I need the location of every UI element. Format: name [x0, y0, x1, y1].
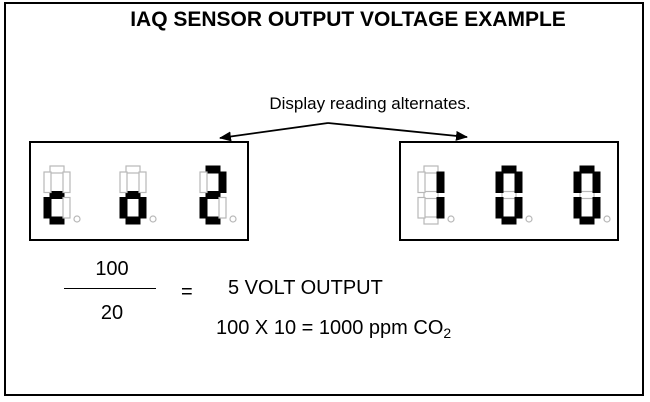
right-digit-3-segment-d-on — [580, 217, 594, 224]
left-digit-3-segment-e-on — [200, 198, 207, 219]
left-digit-1-segment-b-off — [63, 172, 70, 193]
left-display-digits — [44, 166, 236, 224]
volt-output-text: 5 VOLT OUTPUT — [228, 277, 383, 300]
left-digit-1-segment-e-on — [44, 198, 51, 219]
arrow-left — [220, 123, 328, 138]
right-digit-3-segment-b-on — [593, 172, 600, 193]
right-digit-3-segment-f-on — [574, 172, 581, 193]
equals-sign: = — [181, 281, 193, 304]
fraction-numerator: 100 — [76, 258, 148, 281]
left-digit-2-decimal-point — [150, 216, 156, 222]
right-display-digits — [418, 166, 610, 224]
right-digit-1-segment-c-on — [437, 198, 444, 219]
left-digit-1-decimal-point — [74, 216, 80, 222]
left-digit-1-segment-c-off — [63, 198, 70, 219]
right-digit-2-segment-e-on — [496, 198, 503, 219]
right-digit-2-segment-c-on — [515, 198, 522, 219]
left-digit-1-segment-d-on — [50, 217, 64, 224]
left-digit-2-segment-e-on — [120, 198, 127, 219]
right-digit-3-segment-c-on — [593, 198, 600, 219]
right-digit-2-segment-a-on — [502, 166, 516, 173]
right-digit-2-decimal-point — [526, 216, 532, 222]
right-digit-3-segment-a-on — [580, 166, 594, 173]
left-digit-2-segment-f-off — [120, 172, 127, 193]
left-digit-3-segment-a-on — [206, 166, 220, 173]
left-digit-1-segment-a-off — [50, 166, 64, 173]
right-digit-3-decimal-point — [604, 216, 610, 222]
left-digit-2-segment-d-on — [126, 217, 140, 224]
fraction-bar — [64, 288, 156, 289]
right-digit-1-segment-b-on — [437, 172, 444, 193]
left-digit-1-segment-g-on — [50, 192, 64, 199]
right-digit-2-segment-f-on — [496, 172, 503, 193]
fraction-denominator: 20 — [76, 302, 148, 325]
left-digit-3-segment-c-off — [219, 198, 226, 219]
ppm-calculation: 100 X 10 = 1000 ppm CO2 — [216, 317, 451, 341]
right-digit-2-segment-g-off — [502, 192, 516, 199]
left-digit-2-segment-b-off — [139, 172, 146, 193]
left-digit-3-segment-b-on — [219, 172, 226, 193]
left-digit-3-segment-f-off — [200, 172, 207, 193]
right-digit-1-segment-g-off — [424, 192, 438, 199]
left-digit-3-segment-g-on — [206, 192, 220, 199]
left-digit-2-segment-a-off — [126, 166, 140, 173]
right-digit-1-segment-d-off — [424, 217, 438, 224]
right-digit-1-segment-e-off — [418, 198, 425, 219]
right-digit-3-segment-g-off — [580, 192, 594, 199]
right-digit-1-decimal-point — [448, 216, 454, 222]
right-digit-1-segment-a-off — [424, 166, 438, 173]
left-digit-3-segment-d-on — [206, 217, 220, 224]
ppm-text: 100 X 10 = 1000 ppm CO — [216, 317, 443, 339]
left-digit-2-segment-g-on — [126, 192, 140, 199]
right-digit-2-segment-b-on — [515, 172, 522, 193]
left-digit-3-decimal-point — [230, 216, 236, 222]
right-digit-2-segment-d-on — [502, 217, 516, 224]
left-digit-2-segment-c-on — [139, 198, 146, 219]
right-digit-1-segment-f-off — [418, 172, 425, 193]
co2-subscript: 2 — [443, 325, 451, 341]
left-digit-1-segment-f-off — [44, 172, 51, 193]
arrow-right — [328, 123, 467, 137]
right-digit-3-segment-e-on — [574, 198, 581, 219]
